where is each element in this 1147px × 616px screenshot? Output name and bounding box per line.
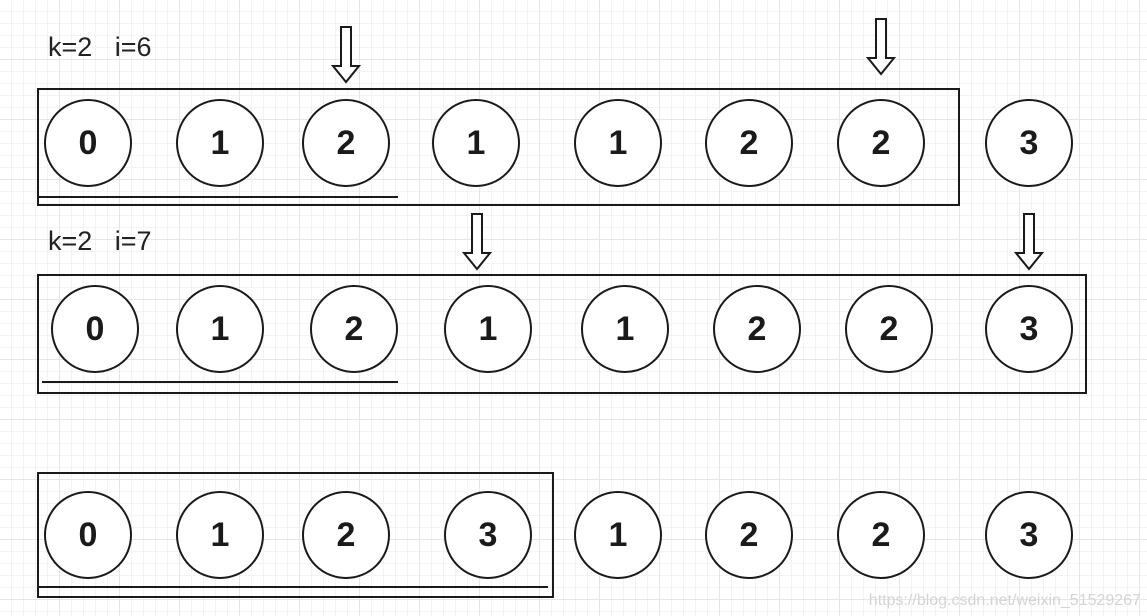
row-2-label: k=2 i=7 — [48, 226, 152, 256]
row-2-underline — [42, 381, 398, 383]
row-2-window-box — [37, 274, 1087, 394]
down-arrow-icon — [331, 26, 361, 84]
row-2-cell-6: 2 — [845, 285, 933, 373]
row-1-cell-4: 1 — [574, 99, 662, 187]
row-1-window-box — [37, 88, 960, 206]
row-2-cell-2: 2 — [310, 285, 398, 373]
row-3-cell-4: 1 — [574, 491, 662, 579]
row-3-cell-3: 3 — [444, 491, 532, 579]
down-arrow-icon — [866, 18, 896, 76]
row-1-cell-2: 2 — [302, 99, 390, 187]
row-2-cell-5: 2 — [713, 285, 801, 373]
row-3-window-box — [37, 472, 554, 598]
row-2-cell-7: 3 — [985, 285, 1073, 373]
row-2-cell-0: 0 — [51, 285, 139, 373]
row-2-cell-1: 1 — [176, 285, 264, 373]
row-1-cell-0: 0 — [44, 99, 132, 187]
row-1-cell-1: 1 — [176, 99, 264, 187]
row-3-cell-5: 2 — [705, 491, 793, 579]
row-1-cell-6: 2 — [837, 99, 925, 187]
row-3-cell-1: 1 — [176, 491, 264, 579]
row-1-cell-3: 1 — [432, 99, 520, 187]
row-3-cell-6: 2 — [837, 491, 925, 579]
down-arrow-icon — [1014, 213, 1044, 271]
row-3-cell-7: 3 — [985, 491, 1073, 579]
row-1-cell-7: 3 — [985, 99, 1073, 187]
watermark-text: https://blog.csdn.net/weixin_51529267 — [868, 592, 1141, 609]
row-2-cell-4: 1 — [581, 285, 669, 373]
row-1-label: k=2 i=6 — [48, 32, 152, 62]
row-1-underline — [39, 196, 398, 198]
row-3-cell-0: 0 — [44, 491, 132, 579]
row-3-underline — [39, 586, 548, 588]
row-1-cell-5: 2 — [705, 99, 793, 187]
row-2-cell-3: 1 — [444, 285, 532, 373]
down-arrow-icon — [462, 213, 492, 271]
row-3-cell-2: 2 — [302, 491, 390, 579]
